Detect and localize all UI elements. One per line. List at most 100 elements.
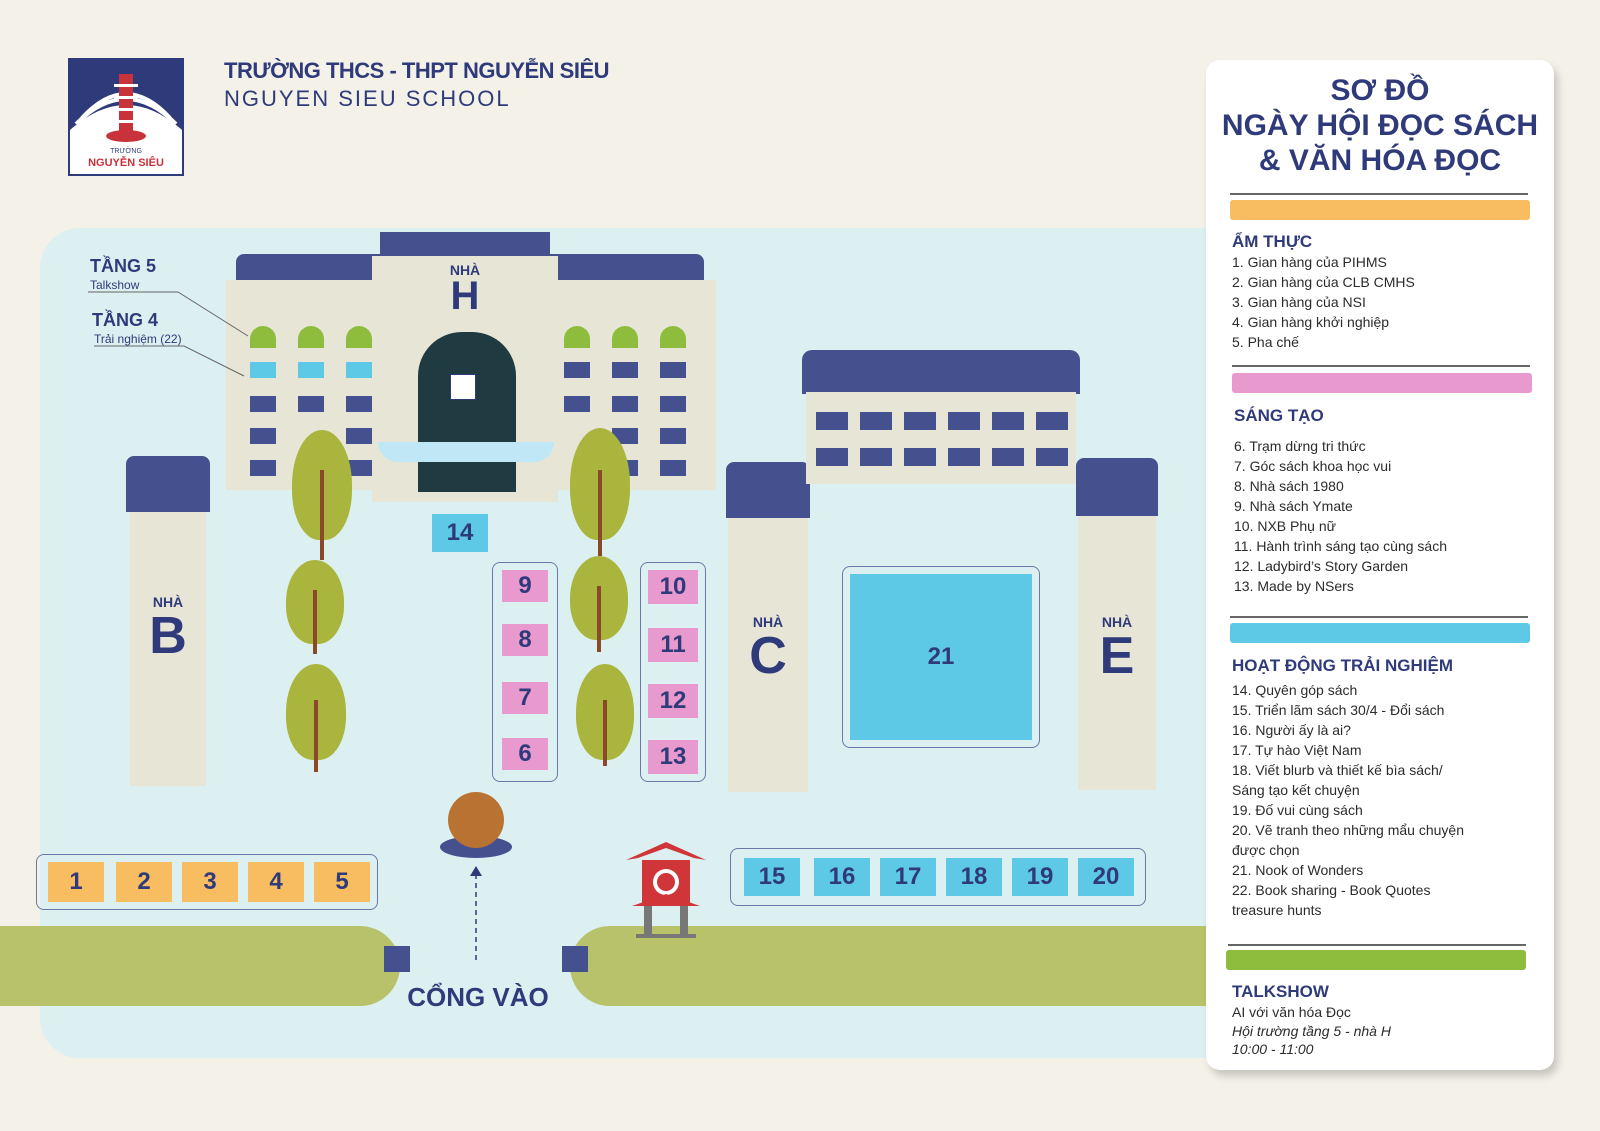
school-name-en: NGUYEN SIEU SCHOOL xyxy=(224,86,511,111)
list-item: 22. Book sharing - Book Quotes xyxy=(1232,882,1431,898)
booth-8[interactable]: 8 xyxy=(502,624,548,656)
booth-21[interactable]: 21 xyxy=(850,574,1032,740)
logo-text-top: TRƯỜNG xyxy=(110,148,142,155)
list-item: 21. Nook of Wonders xyxy=(1232,862,1364,878)
hoat-dong-heading: HOẠT ĐỘNG TRẢI NGHIỆM xyxy=(1232,656,1453,675)
booth-16[interactable]: 16 xyxy=(814,858,870,896)
booth-18[interactable]: 18 xyxy=(946,858,1002,896)
list-item: 10. NXB Phụ nữ xyxy=(1234,518,1336,534)
divider xyxy=(1230,193,1528,195)
building-e-label: E xyxy=(1099,627,1135,685)
booth-6[interactable]: 6 xyxy=(502,738,548,770)
booth-17[interactable]: 17 xyxy=(880,858,936,896)
booth-7[interactable]: 7 xyxy=(502,682,548,714)
booth-1[interactable]: 1 xyxy=(48,862,104,902)
hoat-dong-list: 14. Quyên góp sách 15. Triển lãm sách 30… xyxy=(1232,680,1464,920)
statue-sphere-icon xyxy=(448,792,504,848)
school-name-vi: TRƯỜNG THCS - THPT NGUYỄN SIÊU xyxy=(224,58,610,83)
booth-20[interactable]: 20 xyxy=(1078,858,1134,896)
talkshow-heading: TALKSHOW xyxy=(1232,982,1329,1001)
am-thuc-list: 1. Gian hàng của PIHMS 2. Gian hàng của … xyxy=(1232,252,1415,352)
list-item: 16. Người ấy là ai? xyxy=(1232,722,1351,738)
building-c-label: C xyxy=(749,627,787,685)
floor5-pointer-line xyxy=(88,291,249,337)
booth-4[interactable]: 4 xyxy=(248,862,304,902)
entrance-arrow-icon xyxy=(470,866,482,960)
booth-group-orange xyxy=(36,854,378,910)
talkshow-time: 10:00 - 11:00 xyxy=(1232,1041,1314,1057)
floor4-sub: Trải nghiệm (22) xyxy=(94,332,182,346)
am-thuc-color-bar xyxy=(1230,200,1530,220)
list-item: Sáng tạo kết chuyện xyxy=(1232,782,1360,798)
logo-text-bottom: NGUYỄN SIÊU xyxy=(88,157,164,169)
entrance-label: CỔNG VÀO xyxy=(407,982,549,1012)
talkshow-title: AI với văn hóa Đọc xyxy=(1232,1004,1351,1020)
school-logo: TRƯỜNG NGUYỄN SIÊU xyxy=(68,58,184,176)
pagoda-logo-icon xyxy=(70,60,182,146)
list-item: 2. Gian hàng của CLB CMHS xyxy=(1232,274,1415,290)
list-item: 20. Vẽ tranh theo những mẩu chuyện xyxy=(1232,822,1464,838)
list-item: 15. Triển lãm sách 30/4 - Đổi sách xyxy=(1232,702,1445,718)
list-item: 9. Nhà sách Ymate xyxy=(1234,498,1353,514)
list-item: 18. Viết blurb và thiết kế bìa sách/ xyxy=(1232,762,1443,778)
sang-tao-list: 6. Trạm dừng tri thức 7. Góc sách khoa h… xyxy=(1234,436,1447,596)
gate-pillar-left xyxy=(384,946,410,972)
building-e-prefix: NHÀ xyxy=(1101,614,1133,630)
floor5-title: TẦNG 5 xyxy=(90,256,157,276)
am-thuc-heading: ẨM THỰC xyxy=(1232,232,1313,251)
list-item: 12. Ladybird’s Story Garden xyxy=(1234,558,1409,574)
building-h-label: H xyxy=(450,274,480,318)
booth-19[interactable]: 19 xyxy=(1012,858,1068,896)
sang-tao-color-bar xyxy=(1232,373,1532,393)
list-item: 8. Nhà sách 1980 xyxy=(1234,478,1344,494)
booth-2[interactable]: 2 xyxy=(116,862,172,902)
list-item: treasure hunts xyxy=(1232,902,1322,918)
booth-group-blue xyxy=(730,848,1146,906)
building-b-prefix: NHÀ xyxy=(152,594,184,610)
booth-21-frame xyxy=(842,566,1040,748)
legend-panel: SƠ ĐỒ NGÀY HỘI ĐỌC SÁCH & VĂN HÓA ĐỌC ẨM… xyxy=(1206,60,1554,1070)
road-left xyxy=(0,926,400,1006)
list-item: 5. Pha chế xyxy=(1232,334,1299,350)
divider xyxy=(1232,365,1530,367)
legend-title-line3: & VĂN HÓA ĐỌC xyxy=(1258,144,1502,177)
list-item: 1. Gian hàng của PIHMS xyxy=(1232,254,1387,270)
list-item: 17. Tự hào Việt Nam xyxy=(1232,742,1362,758)
list-item: 11. Hành trình sáng tạo cùng sách xyxy=(1234,538,1447,554)
list-item: 13. Made by NSers xyxy=(1234,578,1354,594)
booth-3[interactable]: 3 xyxy=(182,862,238,902)
divider xyxy=(1228,944,1526,946)
list-item: 7. Góc sách khoa học vui xyxy=(1234,458,1392,474)
booth-group-left xyxy=(492,562,558,782)
floor4-pointer-line xyxy=(94,345,245,377)
floor5-sub: Talkshow xyxy=(90,278,140,292)
booth-15[interactable]: 15 xyxy=(744,858,800,896)
hoat-dong-color-bar xyxy=(1230,623,1530,643)
building-h-prefix: NHÀ xyxy=(449,262,481,278)
list-item: 4. Gian hàng khởi nghiệp xyxy=(1232,314,1390,330)
booth-group-right xyxy=(640,562,706,782)
booth-10[interactable]: 10 xyxy=(648,570,698,604)
road-right xyxy=(570,926,1220,1006)
talkshow-place: Hội trường tầng 5 - nhà H xyxy=(1232,1023,1391,1039)
gate-pillar-right xyxy=(562,946,588,972)
building-c-prefix: NHÀ xyxy=(752,614,784,630)
booth-11[interactable]: 11 xyxy=(648,628,698,662)
booth-12[interactable]: 12 xyxy=(648,684,698,718)
booth-14[interactable]: 14 xyxy=(432,514,488,552)
building-b-label: B xyxy=(149,607,187,665)
legend-title-line2: NGÀY HỘI ĐỌC SÁCH xyxy=(1221,109,1539,142)
booth-13[interactable]: 13 xyxy=(648,740,698,774)
list-item: được chọn xyxy=(1232,842,1300,858)
list-item: 3. Gian hàng của NSI xyxy=(1232,294,1366,310)
booth-5[interactable]: 5 xyxy=(314,862,370,902)
divider xyxy=(1230,616,1528,618)
legend-title-line1: SƠ ĐỒ xyxy=(1330,74,1430,107)
list-item: 14. Quyên góp sách xyxy=(1232,682,1358,698)
list-item: 6. Trạm dừng tri thức xyxy=(1234,438,1366,454)
pavilion-icon xyxy=(626,842,706,938)
list-item: 19. Đố vui cùng sách xyxy=(1232,802,1363,818)
booth-9[interactable]: 9 xyxy=(502,570,548,602)
talkshow-color-bar xyxy=(1226,950,1526,970)
sang-tao-heading: SÁNG TẠO xyxy=(1234,406,1324,425)
